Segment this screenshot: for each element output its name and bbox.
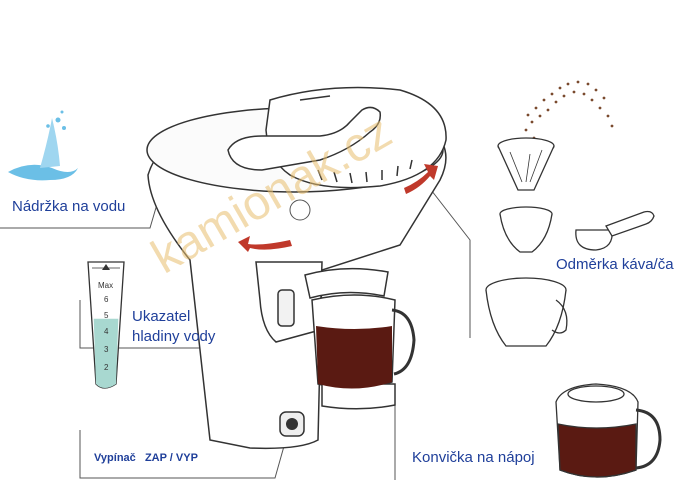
gauge-mark-2: 2 — [104, 363, 109, 372]
label-water-tank: Nádržka na vodu — [12, 198, 126, 215]
filter-parts — [485, 137, 568, 347]
water-splash-icon — [8, 110, 78, 181]
lid-knob — [289, 199, 311, 221]
power-switch-knob — [286, 418, 298, 430]
rotation-arrows — [238, 164, 438, 252]
small-jug-icon — [555, 383, 662, 478]
gauge-mark-4: 4 — [104, 327, 109, 336]
measuring-scoop-icon — [575, 210, 655, 251]
label-water-level-line1: Ukazatel — [132, 308, 191, 325]
jug-coffee-liquid — [316, 326, 392, 389]
gauge-mark-3: 3 — [104, 345, 109, 354]
label-measuring-scoop: Odměrka káva/ča — [556, 256, 674, 273]
label-water-level-line2: hladiny vody — [132, 328, 216, 345]
coffee-grains — [522, 80, 614, 148]
gauge-max-label: Max — [98, 281, 113, 290]
gauge-mark-6: 6 — [104, 295, 109, 304]
gauge-mark-5: 5 — [104, 311, 109, 320]
coffee-maker-body — [146, 86, 447, 450]
label-power-switch: Vypínač ZAP / VYP — [94, 452, 198, 464]
gauge-water-fill — [93, 318, 119, 388]
label-jug: Konvička na nápoj — [412, 449, 535, 466]
water-level-gauge — [87, 261, 125, 389]
